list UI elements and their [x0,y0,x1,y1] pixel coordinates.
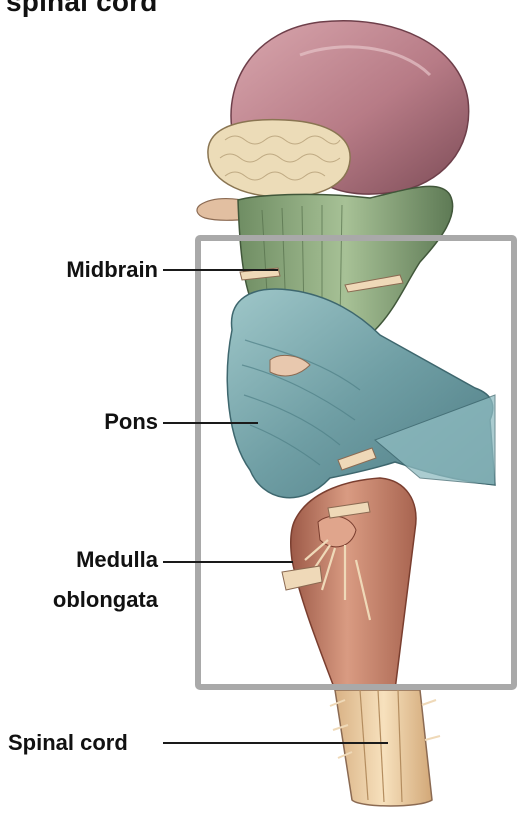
midbrain-leader-line [163,269,278,271]
pons-label: Pons [50,409,158,435]
cut-surface-shape [208,120,350,197]
spinal-cord-leader-line [163,742,388,744]
medulla-label-line2: oblongata [20,587,158,613]
medulla-leader-line [163,561,293,563]
medulla-shape [282,478,416,690]
spinal-cord-shape [330,690,440,806]
spinal-cord-label: Spinal cord [8,730,128,756]
medulla-label-line1: Medulla [20,547,158,573]
pons-shape [227,289,495,498]
header-text: spinal cord [6,0,158,18]
pons-leader-line [163,422,258,424]
midbrain-label: Midbrain [30,257,158,283]
